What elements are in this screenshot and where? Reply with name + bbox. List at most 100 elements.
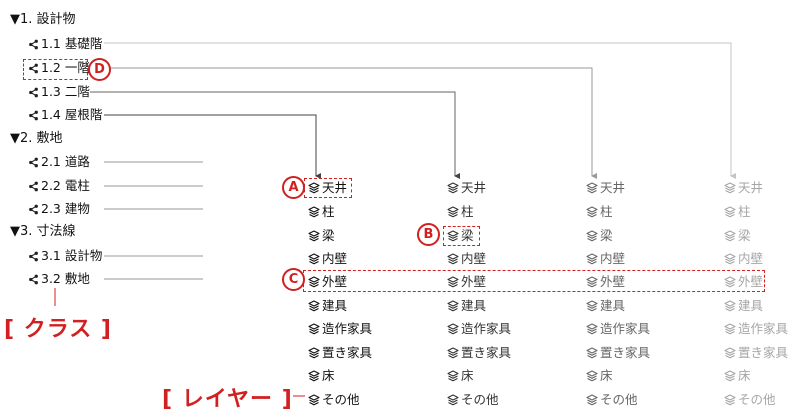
layer-item[interactable]: 梁: [586, 228, 613, 244]
layer-item-label: その他: [738, 392, 776, 407]
tree-item[interactable]: 1.3 二階: [28, 84, 90, 100]
layer-item-label: 内壁: [461, 251, 487, 266]
layer-item[interactable]: 造作家具: [447, 321, 511, 337]
layer-item[interactable]: 梁: [724, 228, 751, 244]
layer-item[interactable]: 建具: [724, 298, 763, 314]
tree-group-heading[interactable]: ▼1. 設計物: [10, 12, 76, 27]
layers-stack-icon: [586, 323, 598, 335]
layer-item[interactable]: 内壁: [447, 251, 486, 267]
layer-item[interactable]: 内壁: [308, 251, 347, 267]
layers-stack-icon: [447, 394, 459, 406]
tree-item[interactable]: 1.1 基礎階: [28, 36, 102, 52]
layer-item[interactable]: 造作家具: [586, 321, 650, 337]
layer-item[interactable]: 建具: [308, 298, 347, 314]
connector-1-3: [90, 91, 460, 179]
layer-item[interactable]: 内壁: [724, 251, 763, 267]
tree-item-label: 1.2 一階: [41, 60, 90, 75]
layer-item-label: 外壁: [600, 274, 626, 289]
layer-item-label: 床: [461, 368, 474, 383]
layer-item[interactable]: 天井: [308, 180, 347, 196]
share-nodes-icon: [29, 87, 38, 98]
tree-group-heading[interactable]: ▼3. 寸法線: [10, 224, 76, 239]
layer-item[interactable]: 梁: [447, 228, 474, 244]
connector-1-4: [104, 114, 321, 179]
layer-item[interactable]: 外壁: [724, 274, 763, 290]
layer-item[interactable]: 床: [586, 368, 613, 384]
layer-item[interactable]: 内壁: [586, 251, 625, 267]
layer-item[interactable]: 置き家具: [724, 345, 788, 361]
tree-item[interactable]: 3.1 設計物: [28, 248, 102, 264]
layer-item[interactable]: 梁: [308, 228, 335, 244]
connector-1-2: [110, 67, 597, 179]
layers-stack-icon: [724, 347, 736, 359]
layer-item[interactable]: 柱: [586, 204, 613, 220]
layer-item[interactable]: 置き家具: [447, 345, 511, 361]
layer-item[interactable]: 置き家具: [586, 345, 650, 361]
layer-item[interactable]: 外壁: [447, 274, 486, 290]
layer-item[interactable]: 置き家具: [308, 345, 372, 361]
share-nodes-icon: [29, 251, 38, 262]
layer-item-label: 置き家具: [738, 345, 789, 360]
layer-item-label: 床: [322, 368, 335, 383]
layers-stack-icon: [308, 253, 320, 265]
layer-item[interactable]: 床: [724, 368, 751, 384]
layers-stack-icon: [586, 276, 598, 288]
layer-item[interactable]: 天井: [724, 180, 763, 196]
layers-stack-icon: [724, 323, 736, 335]
layers-stack-icon: [308, 323, 320, 335]
tree-item[interactable]: 2.2 電柱: [28, 178, 90, 194]
layers-stack-icon: [724, 370, 736, 382]
class-caption: [ クラス ]: [4, 317, 112, 342]
layer-item[interactable]: 外壁: [308, 274, 347, 290]
marker-d: D: [88, 58, 111, 81]
layers-stack-icon: [308, 182, 320, 194]
tree-item-label: 1.1 基礎階: [41, 36, 103, 51]
layers-stack-icon: [308, 276, 320, 288]
layer-item-label: 梁: [322, 228, 335, 243]
layer-item[interactable]: その他: [586, 392, 638, 408]
tree-item-label: 2.1 道路: [41, 154, 90, 169]
layers-stack-icon: [724, 253, 736, 265]
tree-item[interactable]: 1.4 屋根階: [28, 107, 102, 123]
layer-item[interactable]: 天井: [586, 180, 625, 196]
highlight-box-c: [303, 270, 765, 292]
layer-item-label: 天井: [322, 180, 348, 195]
layer-item[interactable]: 建具: [447, 298, 486, 314]
tree-group-heading[interactable]: ▼2. 敷地: [10, 131, 63, 146]
layer-item-label: 外壁: [461, 274, 487, 289]
layers-stack-icon: [586, 394, 598, 406]
layers-stack-icon: [447, 182, 459, 194]
layer-item[interactable]: 造作家具: [308, 321, 372, 337]
layers-stack-icon: [586, 206, 598, 218]
tree-item[interactable]: 2.1 道路: [28, 154, 90, 170]
layer-item[interactable]: 柱: [308, 204, 335, 220]
layer-item-label: 柱: [738, 204, 751, 219]
layer-item[interactable]: その他: [447, 392, 499, 408]
layer-item-label: 造作家具: [322, 321, 373, 336]
tree-item[interactable]: 3.2 敷地: [28, 271, 90, 287]
layer-item[interactable]: その他: [724, 392, 776, 408]
layer-item-label: 置き家具: [600, 345, 651, 360]
layer-item-label: 造作家具: [461, 321, 512, 336]
connector-1-1: [104, 42, 736, 179]
tree-item-label: 1.4 屋根階: [41, 107, 103, 122]
layer-item[interactable]: 床: [308, 368, 335, 384]
layer-item[interactable]: 造作家具: [724, 321, 788, 337]
layer-item-label: 柱: [322, 204, 335, 219]
layer-item[interactable]: 建具: [586, 298, 625, 314]
marker-b: B: [417, 223, 440, 246]
layers-stack-icon: [447, 253, 459, 265]
layer-item[interactable]: 柱: [724, 204, 751, 220]
layer-item[interactable]: 外壁: [586, 274, 625, 290]
tree-item[interactable]: 2.3 建物: [28, 201, 90, 217]
layers-stack-icon: [724, 230, 736, 242]
layer-item[interactable]: 天井: [447, 180, 486, 196]
layer-item[interactable]: 床: [447, 368, 474, 384]
layer-item[interactable]: その他: [308, 392, 360, 408]
layers-stack-icon: [586, 370, 598, 382]
layer-item[interactable]: 柱: [447, 204, 474, 220]
tree-item[interactable]: 1.2 一階: [28, 60, 90, 76]
layer-item-label: 天井: [461, 180, 487, 195]
layers-stack-icon: [447, 276, 459, 288]
